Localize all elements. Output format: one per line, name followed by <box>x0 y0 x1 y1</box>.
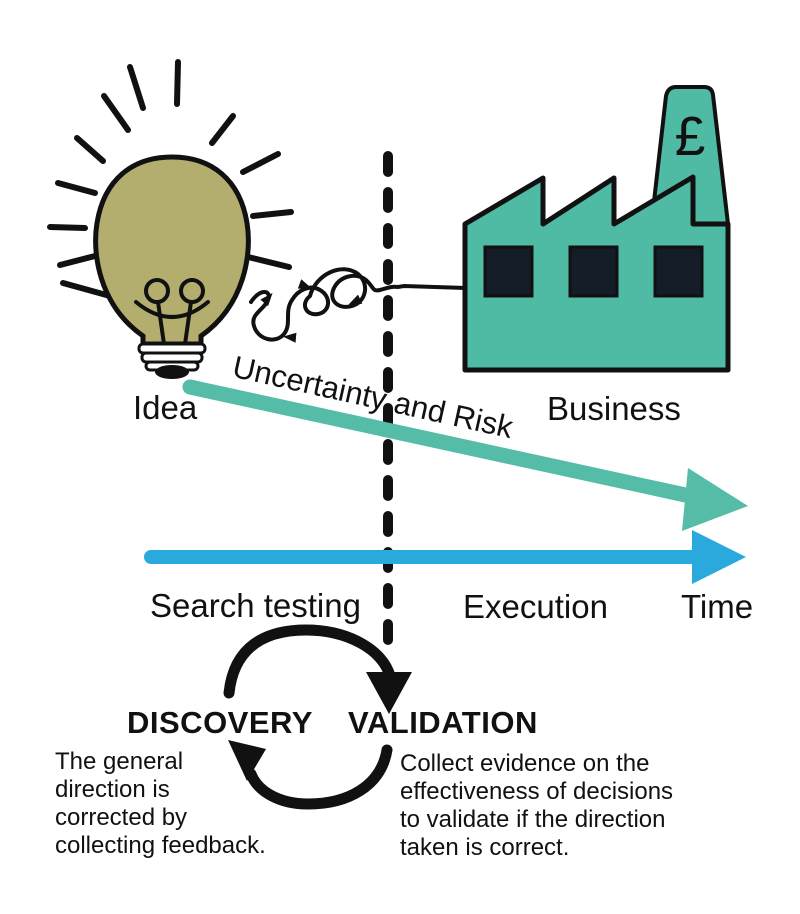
factory-icon <box>462 85 731 373</box>
validation-desc-line: effectiveness of decisions <box>400 778 674 805</box>
uncertainty-risk-arrowhead <box>682 468 748 531</box>
discovery-desc-line: direction is <box>55 776 170 803</box>
scribble-direction-arrowheads <box>260 279 363 343</box>
validation-label: VALIDATION <box>348 705 538 740</box>
validation-desc-line: taken is correct. <box>400 834 570 861</box>
validation-desc-line: Collect evidence on the <box>400 750 650 777</box>
time-arrowhead <box>692 530 746 584</box>
light-rays <box>47 59 294 299</box>
cycle-arrows <box>223 624 412 810</box>
validation-desc-line: to validate if the direction <box>400 806 666 833</box>
lightbulb-icon <box>47 59 294 379</box>
discovery-label: DISCOVERY <box>127 705 313 740</box>
discovery-desc-line: collecting feedback. <box>55 832 266 859</box>
search-testing-label: Search testing <box>150 587 361 624</box>
validation-description: Collect evidence on the effectiveness of… <box>400 750 680 862</box>
time-label: Time <box>681 588 754 625</box>
pound-symbol: £ <box>674 105 706 167</box>
time-arrow <box>144 530 746 584</box>
uncertainty-risk-arrow <box>182 379 748 531</box>
business-label: Business <box>547 390 681 427</box>
cycle-arc-top <box>223 624 396 699</box>
bulb-base-tip <box>155 365 189 379</box>
cycle-arc-bottom <box>245 744 393 810</box>
bulb-filament <box>134 278 210 346</box>
factory-windows <box>483 245 704 298</box>
tangled-scribble-line <box>249 267 468 343</box>
discovery-desc-line: corrected by <box>55 804 188 831</box>
cycle-arrowhead-down <box>366 672 412 714</box>
bulb-screw-base <box>137 342 207 379</box>
execution-label: Execution <box>463 588 608 625</box>
cycle-arrowhead-upleft <box>228 740 266 781</box>
discovery-desc-line: The general <box>55 748 184 775</box>
discovery-description: The general direction is corrected by co… <box>55 748 275 860</box>
idea-label: Idea <box>133 389 198 426</box>
